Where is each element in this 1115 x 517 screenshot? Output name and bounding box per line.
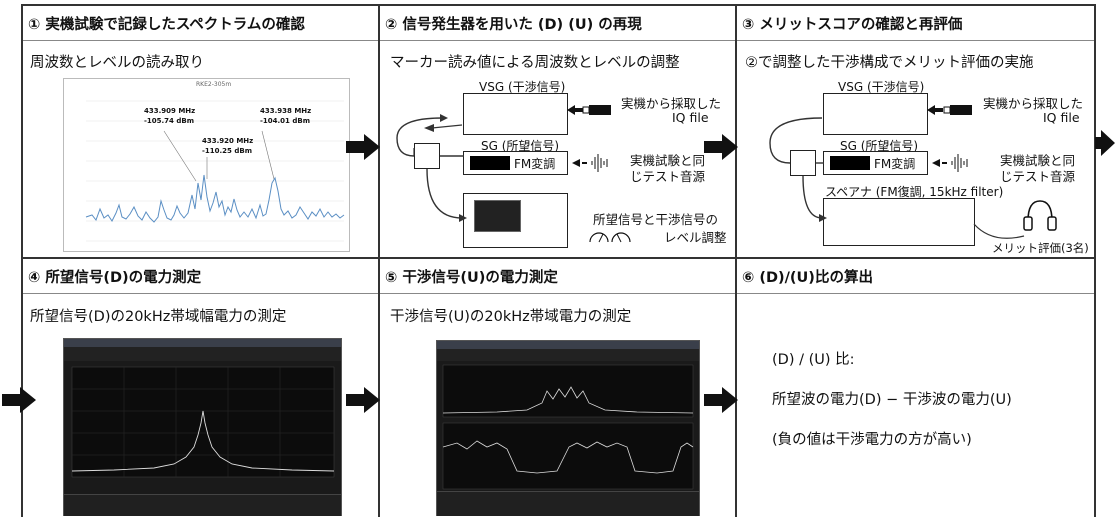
arrow-p2-p3 (704, 134, 738, 160)
panel6-header: ⑥ (D)/(U)比の算出 (742, 270, 873, 286)
spectrum-chart-title: RKE2-305m (196, 81, 232, 88)
panel5-header: ⑤ 干渉信号(U)の電力測定 (385, 270, 558, 286)
p4-analyzer-info (64, 347, 341, 361)
p2-iq-line1: 実機から採取した (621, 96, 722, 111)
p3-sound-icon (932, 154, 968, 172)
p5-analyzer-toolbar (437, 341, 699, 349)
arrow-into-p4 (2, 387, 36, 413)
p3-fm-label: FM変調 (874, 157, 916, 171)
p2-vsg-label: VSG (干渉信号) (479, 80, 566, 94)
p3-test-line2: じテスト音源 (1000, 169, 1076, 184)
p4-analyzer-screenshot (63, 338, 342, 516)
grid-col2 (735, 4, 737, 517)
marker3-level: -104.01 dBm (260, 117, 310, 125)
p3-usb-icon (943, 105, 972, 115)
grid-top (21, 4, 1095, 6)
p5-analyzer-plot (442, 364, 694, 490)
spectrum-chart-plot (85, 100, 345, 242)
spectrum-trace (85, 174, 345, 223)
grid-mid (21, 257, 1095, 259)
p5-analyzer-table (437, 491, 699, 516)
p3-combiner (790, 150, 816, 176)
p6-line2: 所望波の電力(D) − 干渉波の電力(U) (772, 392, 1012, 408)
marker2-freq: 433.920 MHz (202, 137, 254, 145)
p4-analyzer-table (64, 494, 341, 516)
panel1-header: ① 実機試験で記録したスペクトラムの確認 (28, 17, 305, 33)
p2-test-line1: 実機試験と同 (630, 153, 706, 168)
p6-line3: (負の値は干渉電力の方が高い) (772, 432, 972, 448)
panel3-header: ③ メリットスコアの確認と再評価 (742, 17, 963, 33)
p2-vsg-box (463, 93, 568, 135)
p3-iq-line1: 実機から採取した (983, 96, 1084, 111)
arrow-p4-p5 (346, 387, 380, 413)
grid-header2-bottom (21, 293, 1095, 294)
p3-vsg-box (823, 93, 928, 135)
p4-analyzer-plot (71, 366, 335, 478)
p2-sg-display (470, 156, 510, 170)
p2-combiner (414, 143, 440, 169)
arrow-p3-out (1095, 130, 1115, 156)
p2-usb-arrow (567, 105, 583, 115)
panel1-subtitle: 周波数とレベルの読み取り (30, 55, 204, 71)
marker1-level: -105.74 dBm (144, 117, 194, 125)
p4-analyzer-toolbar (64, 339, 341, 347)
p3-wiring (769, 117, 827, 222)
p2-fm-label: FM変調 (514, 157, 556, 171)
p2-adjust-line1: 所望信号と干渉信号の (593, 212, 719, 227)
panel5-subtitle: 干渉信号(U)の20kHz帯域電力の測定 (390, 309, 632, 325)
p3-test-line1: 実機試験と同 (1000, 153, 1076, 168)
arrow-p1-p2 (346, 134, 380, 160)
p5-analyzer-screenshot (436, 340, 700, 516)
p5-analyzer-info (437, 349, 699, 361)
p6-line1: (D) / (U) 比: (772, 352, 855, 368)
arrow-p5-p6 (704, 387, 738, 413)
spectrum-chart: RKE2-305m 433.909 MHz -105.74 dBm 433.92… (63, 78, 350, 252)
p3-headphone-wire (973, 223, 1025, 239)
grid-right (1094, 4, 1096, 517)
panel3-subtitle: ②で調整した干渉構成でメリット評価の実施 (745, 55, 1034, 71)
p2-knob-icons (589, 232, 631, 243)
p3-sg-box (823, 151, 928, 175)
p2-scope-screen (474, 200, 521, 232)
marker1-freq: 433.909 MHz (144, 107, 196, 115)
marker3-freq: 433.938 MHz (260, 107, 312, 115)
p3-vsg-label: VSG (干渉信号) (838, 80, 925, 94)
p2-test-line2: じテスト音源 (630, 169, 706, 184)
grid-left (21, 4, 23, 517)
p3-sg-label: SG (所望信号) (840, 139, 919, 153)
p2-sound-icon (572, 154, 608, 172)
p2-iq-line2: IQ file (672, 110, 709, 125)
p3-iq-line2: IQ file (1043, 110, 1080, 125)
p3-sg-display (830, 156, 870, 170)
panel2-subtitle: マーカー読み値による周波数とレベルの調整 (390, 55, 680, 71)
marker2-level: -110.25 dBm (202, 147, 252, 155)
p3-spectrum-box (823, 198, 975, 246)
grid-header1-bottom (21, 40, 1095, 41)
p2-adjust-line2: レベル調整 (664, 230, 727, 245)
p2-wiring (396, 114, 467, 222)
p3-spectrum-label: スペアナ (FM復調, 15kHz filter) (825, 185, 1004, 199)
panel4-subtitle: 所望信号(D)の20kHz帯域幅電力の測定 (30, 309, 287, 325)
p2-usb-icon (582, 105, 611, 115)
grid-col1 (378, 4, 380, 517)
p3-headphone-icon (1023, 200, 1057, 231)
p2-sg-label: SG (所望信号) (481, 139, 560, 153)
panel2-header: ② 信号発生器を用いた (D) (U) の再現 (385, 17, 642, 33)
panel4-header: ④ 所望信号(D)の電力測定 (28, 270, 202, 286)
p3-usb-arrow (927, 105, 943, 115)
p3-merit-label: メリット評価(3名) (992, 241, 1089, 255)
